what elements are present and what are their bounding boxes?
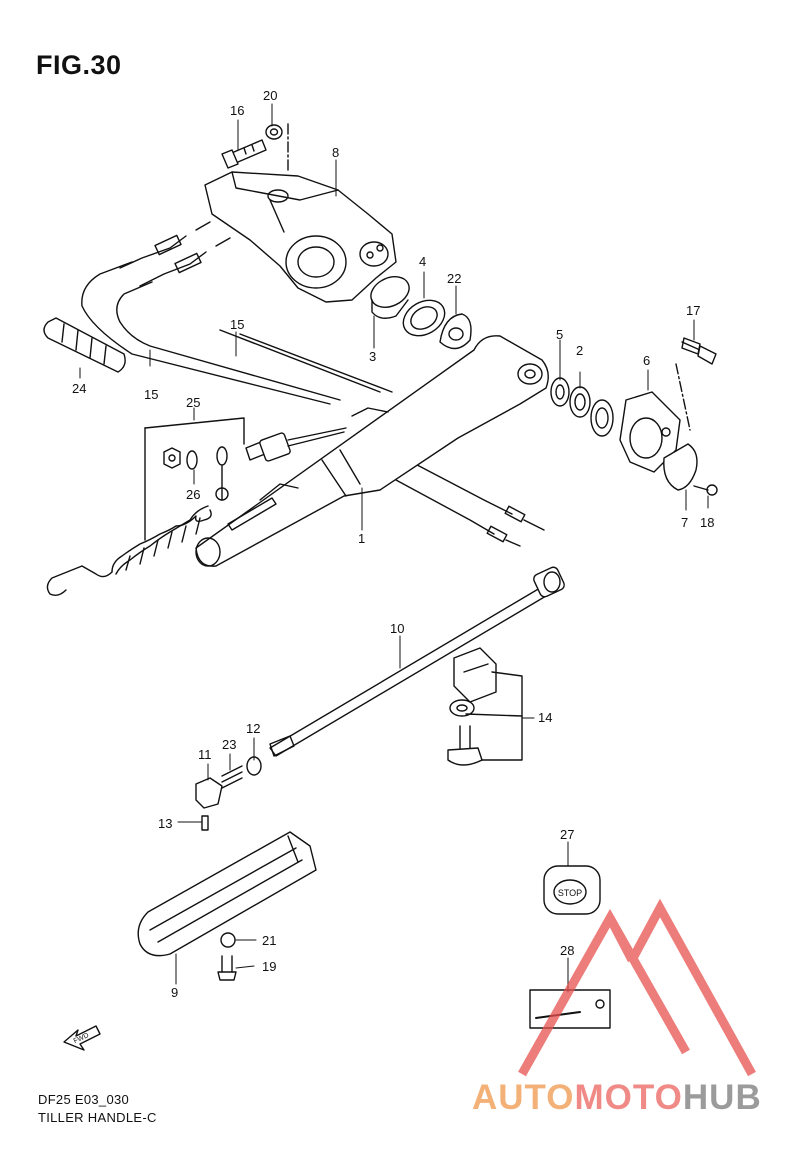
part-27-stop-button — [543, 865, 601, 915]
figure-title: FIG.30 — [36, 50, 122, 80]
part-23-spring — [221, 765, 243, 789]
callout-15b: 15 — [230, 317, 245, 332]
callout-16: 16 — [230, 103, 245, 118]
part-17-bolt — [681, 337, 717, 365]
part-26-washer — [186, 450, 198, 470]
callout-27: 27 — [560, 827, 575, 842]
callout-22: 22 — [447, 271, 462, 286]
fwd-arrow — [63, 1025, 101, 1051]
stop-label: STOP — [558, 888, 582, 898]
callout-2: 2 — [576, 343, 584, 358]
callout-3: 3 — [369, 349, 377, 364]
part-25-nut — [163, 447, 181, 469]
callout-1: 1 — [358, 531, 366, 546]
part-5-washer — [550, 377, 570, 407]
centerline-17 — [675, 363, 691, 431]
callout-13: 13 — [158, 816, 173, 831]
part-8-tiller-bracket — [204, 171, 397, 303]
part-21-washer — [220, 932, 236, 948]
callout-24: 24 — [72, 381, 87, 396]
lanyard-coil — [46, 505, 212, 597]
part-24-cover — [43, 317, 126, 373]
callout-14: 14 — [538, 710, 553, 725]
callout-4: 4 — [419, 254, 427, 269]
callout-19: 19 — [262, 959, 277, 974]
part-3-bushing — [370, 276, 410, 319]
part-7-plate — [663, 443, 698, 491]
callout-15a: 15 — [144, 387, 159, 402]
part-25-stop-switch — [144, 417, 347, 541]
callout-21: 21 — [262, 933, 277, 948]
callout-26: 26 — [186, 487, 201, 502]
callout-28: 28 — [560, 943, 575, 958]
part-1-handle-arm — [195, 335, 549, 567]
callout-12: 12 — [246, 721, 261, 736]
part-13-pin — [201, 815, 209, 831]
part-9-grip — [137, 831, 317, 957]
part-10-throttle-shaft — [269, 566, 565, 757]
part-22-plate — [439, 313, 472, 350]
part-20-washer — [265, 124, 283, 140]
part-16-bolt — [221, 139, 267, 169]
part-18-screw — [693, 484, 718, 496]
callout-10: 10 — [390, 621, 405, 636]
callout-5: 5 — [556, 327, 564, 342]
part-11-nut — [195, 777, 223, 809]
watermark-logo-icon — [518, 898, 756, 1077]
callout-25: 25 — [186, 395, 201, 410]
part-4-washer — [402, 299, 446, 337]
watermark-wordmark: AUTOMOTOHUB — [472, 1078, 762, 1118]
figure-subtitle: TILLER HANDLE-C — [38, 1110, 157, 1125]
callout-6: 6 — [643, 353, 651, 368]
model-code: DF25 E03_030 — [38, 1092, 130, 1107]
callout-9: 9 — [171, 985, 179, 1000]
callout-8: 8 — [332, 145, 340, 160]
callout-20: 20 — [263, 88, 278, 103]
part-15-cables — [81, 221, 545, 547]
part-19-screw — [217, 955, 237, 981]
watermark-part-hub: HUB — [682, 1078, 762, 1117]
callout-23: 23 — [222, 737, 237, 752]
callout-17: 17 — [686, 303, 701, 318]
watermark-part-auto: AUTO — [472, 1078, 575, 1117]
part-14-friction-adjuster — [447, 647, 523, 766]
callout-7: 7 — [681, 515, 689, 530]
callout-18: 18 — [700, 515, 715, 530]
part-2-washer — [590, 399, 614, 437]
part-2-bushing — [569, 386, 591, 418]
watermark-part-moto: MOTO — [574, 1078, 683, 1117]
part-25-clip — [215, 446, 229, 501]
callout-11: 11 — [198, 747, 212, 762]
